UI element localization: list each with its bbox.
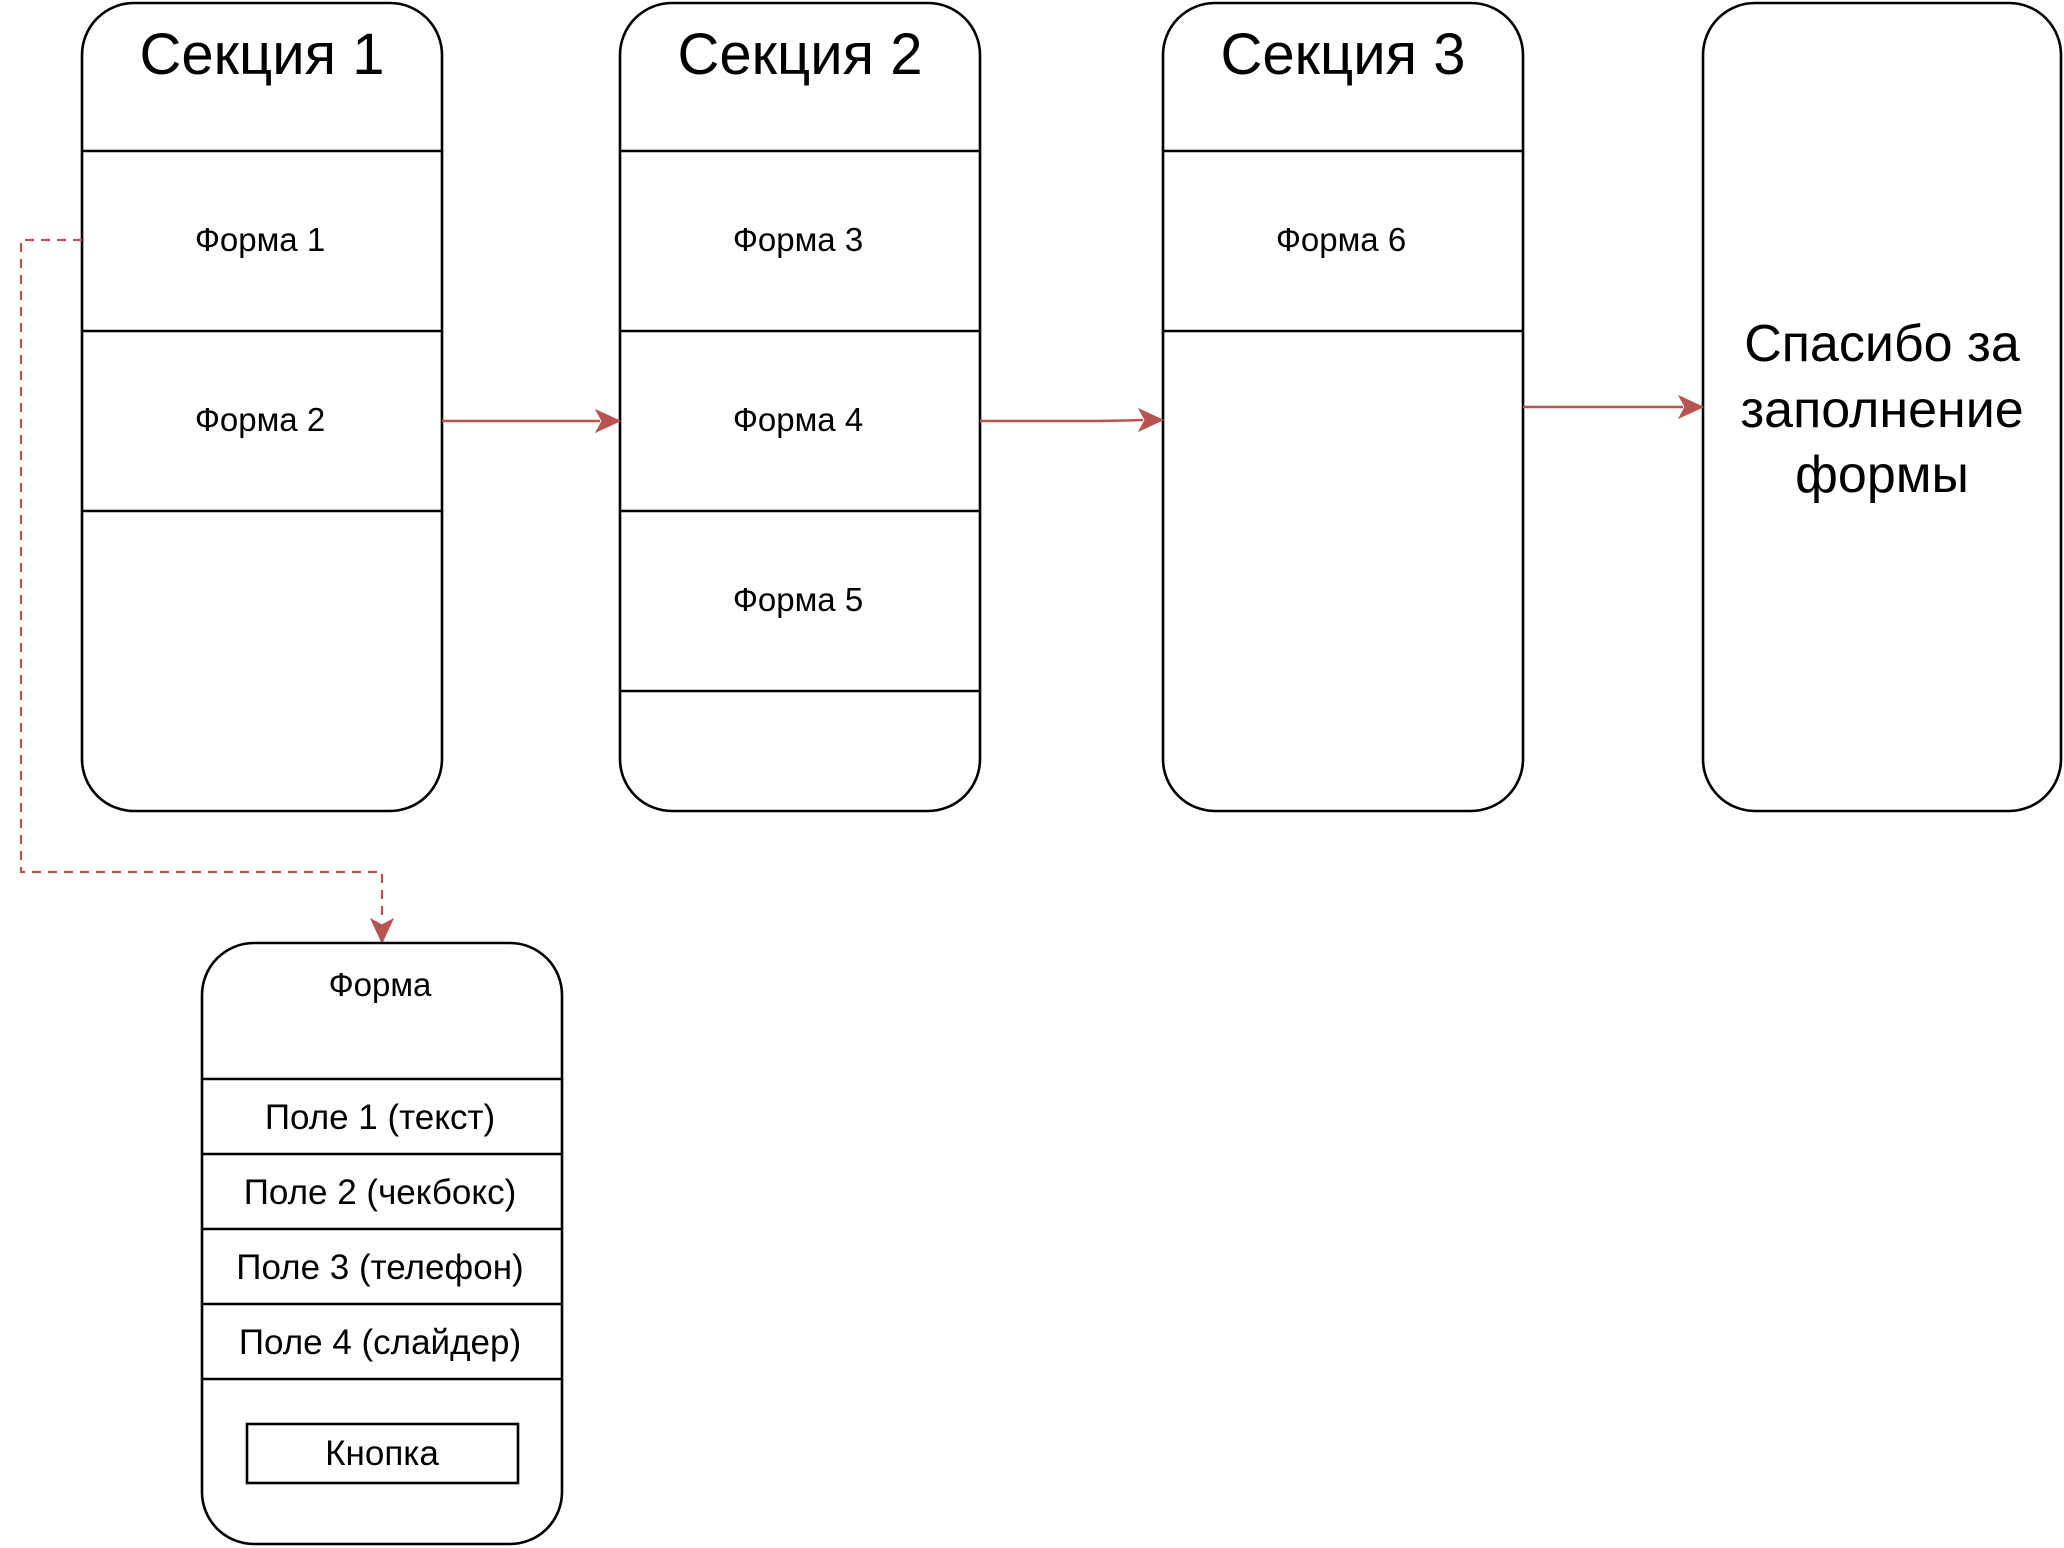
- section-3-title: Секция 3: [1221, 22, 1466, 87]
- section-1-title: Секция 1: [140, 22, 385, 87]
- section-3: Секция 3 Форма 6: [1161, 1, 1525, 813]
- section-1-form-1: Форма 1: [195, 221, 325, 258]
- field-4-slider: Поле 4 (слайдер): [239, 1323, 521, 1362]
- thanks-line-2: заполнение: [1740, 381, 2023, 439]
- form-detail-box: [200, 941, 564, 1546]
- form-detail: Форма Поле 1 (текст) Поле 2 (чекбокс) По…: [200, 941, 564, 1546]
- section-2-form-3: Форма 3: [733, 221, 863, 258]
- field-2-checkbox: Поле 2 (чекбокс): [244, 1173, 516, 1212]
- section-1: Секция 1 Форма 1 Форма 2: [80, 1, 444, 813]
- arrow-section-2-to-3-head: [1137, 407, 1165, 433]
- flow-arrows: [19, 238, 1705, 945]
- thanks-line-1: Спасибо за: [1744, 315, 2020, 373]
- arrow-form-1-to-detail-head: [369, 917, 395, 945]
- form-detail-button[interactable]: Кнопка: [245, 1422, 520, 1485]
- arrow-section-2-to-3: [980, 418, 1144, 423]
- section-1-box: [80, 1, 444, 813]
- section-2-form-5: Форма 5: [733, 581, 863, 618]
- field-3-phone: Поле 3 (телефон): [236, 1248, 523, 1287]
- section-3-box: [1161, 1, 1525, 813]
- section-2-box: [618, 1, 982, 813]
- section-3-form-6: Форма 6: [1276, 221, 1406, 258]
- section-2-form-4: Форма 4: [733, 401, 863, 438]
- form-detail-button-frame[interactable]: [245, 1422, 520, 1485]
- form-detail-button-label: Кнопка: [325, 1434, 439, 1473]
- form-detail-title: Форма: [329, 966, 432, 1003]
- arrow-form-1-to-detail: [19, 238, 384, 922]
- thanks-line-3: формы: [1795, 446, 1969, 504]
- section-2: Секция 2 Форма 3 Форма 4 Форма 5: [618, 1, 982, 813]
- field-1-text: Поле 1 (текст): [265, 1098, 495, 1137]
- section-1-form-2: Форма 2: [195, 401, 325, 438]
- section-2-title: Секция 2: [678, 22, 923, 87]
- thanks-screen: Спасибо за заполнение формы: [1701, 1, 2063, 813]
- arrow-section-3-to-thanks-head: [1677, 394, 1705, 420]
- arrow-section-1-to-2-head: [594, 408, 622, 434]
